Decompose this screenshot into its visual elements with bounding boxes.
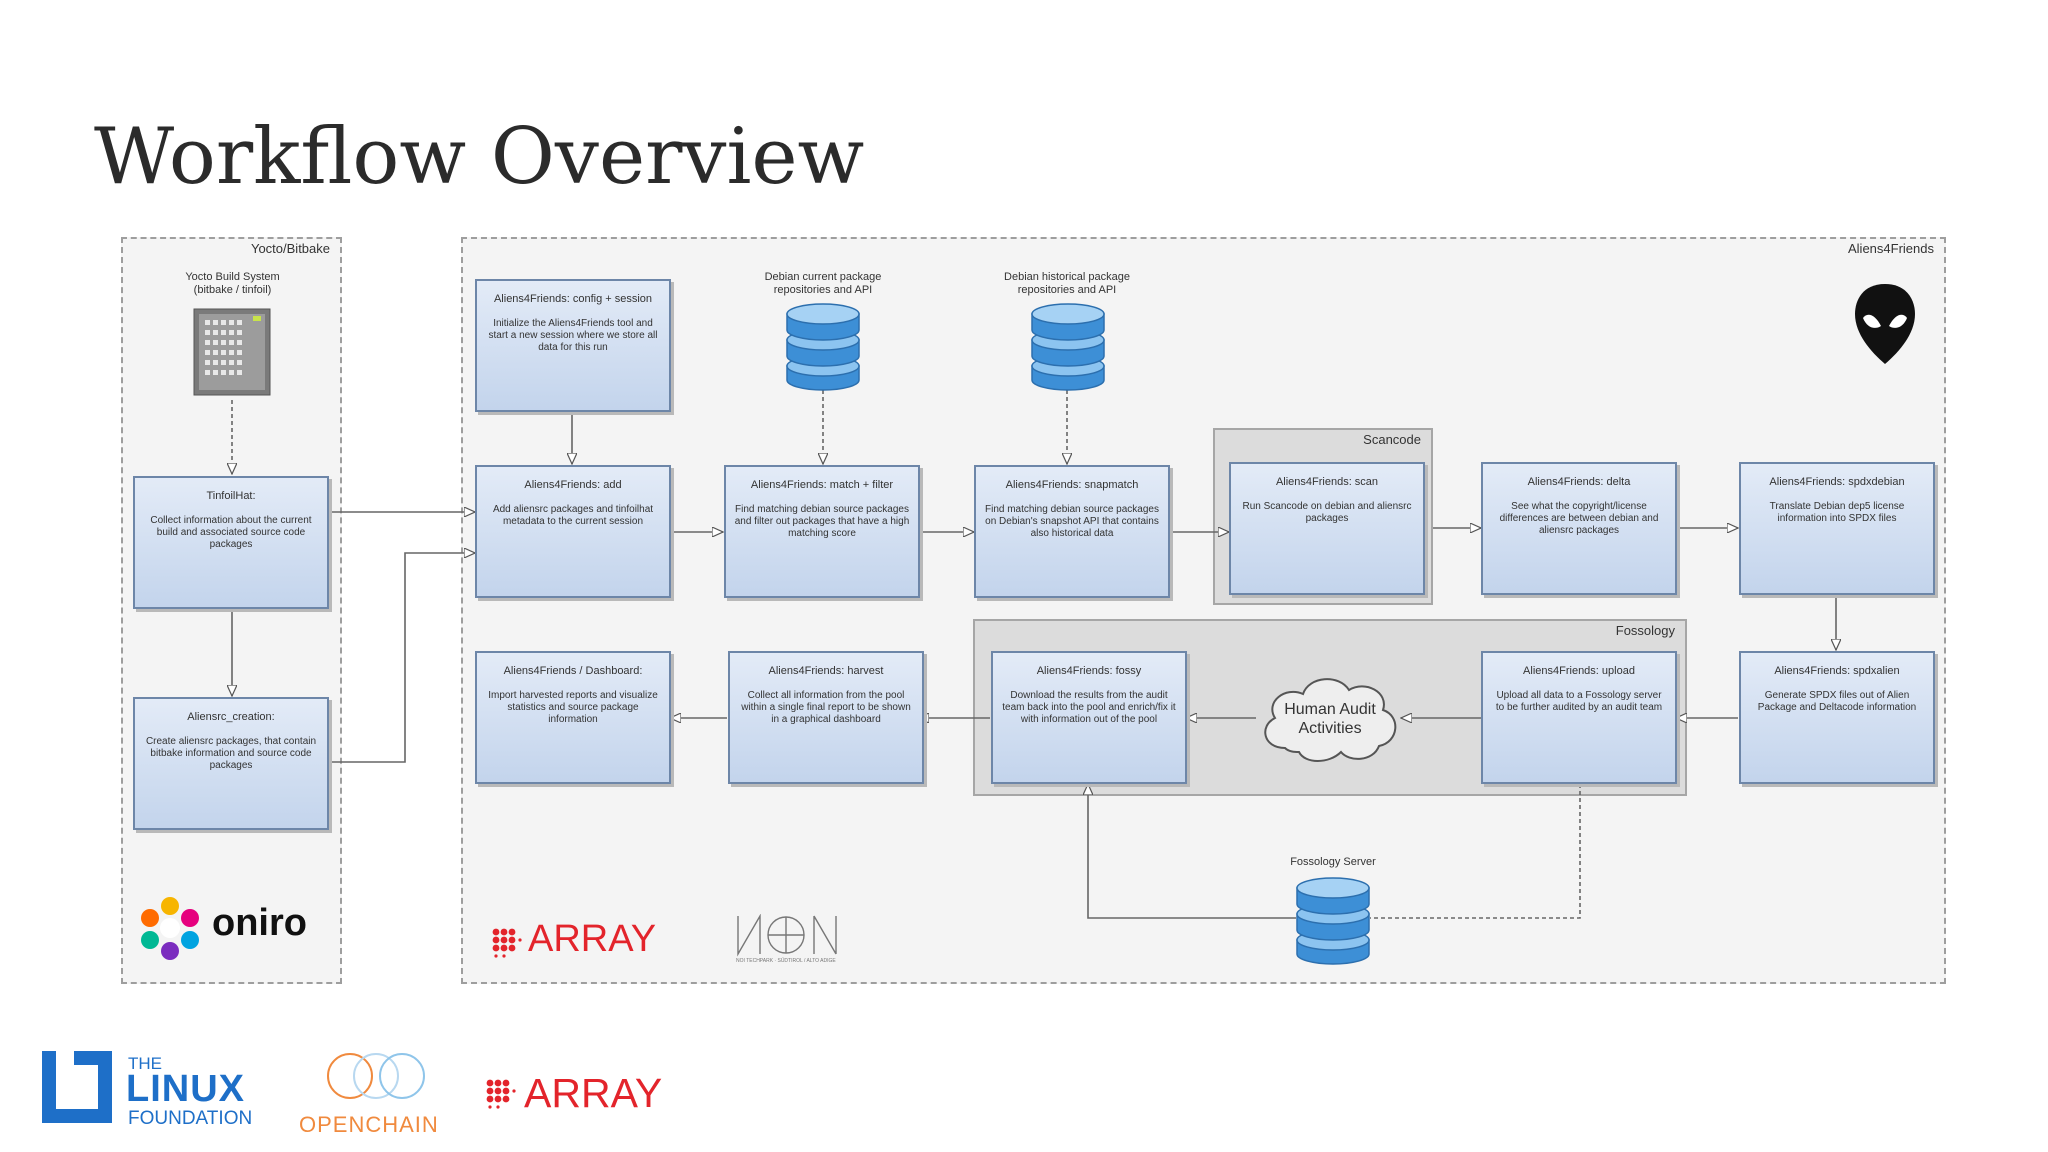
caption-debian-historical: Debian historical package repositories a… bbox=[1004, 271, 1130, 296]
node-description: See what the copyright/license differenc… bbox=[1499, 501, 1659, 536]
node-upload: Aliens4Friends: upload Upload all data t… bbox=[1481, 651, 1677, 784]
node-title: Aliens4Friends: spdxalien bbox=[1774, 665, 1900, 677]
node-dashboard: Aliens4Friends / Dashboard: Import harve… bbox=[475, 651, 671, 784]
node-title: Aliens4Friends: upload bbox=[1523, 665, 1635, 677]
linux-foundation-the: THE bbox=[128, 1054, 162, 1073]
node-title: TinfoilHat: bbox=[206, 490, 256, 502]
alien-head-icon bbox=[1855, 284, 1915, 364]
node-title: Aliens4Friends: fossy bbox=[1036, 665, 1142, 677]
openchain-logo-text: OPENCHAIN bbox=[299, 1112, 439, 1137]
node-spdxalien: Aliens4Friends: spdxalien Generate SPDX … bbox=[1739, 651, 1935, 784]
node-description: Collect information about the current bu… bbox=[150, 515, 312, 550]
edge-aliensrc-add bbox=[330, 553, 475, 763]
human-audit-label: Human Audit Activities bbox=[1284, 701, 1376, 737]
node-description: Initialize the Aliens4Friends tool and s… bbox=[488, 318, 658, 353]
node-description: Translate Debian dep5 license informatio… bbox=[1769, 501, 1905, 524]
noi-logo-icon bbox=[737, 914, 837, 957]
container-label-fossology: Fossology bbox=[1615, 623, 1675, 638]
node-description: Find matching debian source packages on … bbox=[985, 504, 1159, 539]
linux-foundation-linux: LINUX bbox=[126, 1068, 245, 1110]
container-label-scancode: Scancode bbox=[1363, 432, 1421, 447]
node-delta: Aliens4Friends: delta See what the copyr… bbox=[1481, 462, 1677, 595]
node-fossy: Aliens4Friends: fossy Download the resul… bbox=[991, 651, 1187, 784]
linux-foundation-foundation: FOUNDATION bbox=[128, 1108, 253, 1129]
node-title: Aliensrc_creation: bbox=[187, 711, 275, 723]
openchain-logo-icon bbox=[327, 1053, 425, 1099]
node-title: Aliens4Friends / Dashboard: bbox=[503, 665, 643, 677]
edge-upload-server bbox=[1370, 784, 1581, 919]
caption-fossology-server: Fossology Server bbox=[1290, 856, 1376, 868]
node-title: Aliens4Friends: config + session bbox=[493, 293, 653, 305]
node-aliensrc-creation: Aliensrc_creation: Create aliensrc packa… bbox=[133, 697, 329, 830]
aliens4friends-container: Aliens4Friends bbox=[461, 237, 1946, 984]
database-icon-fossology-server bbox=[1296, 877, 1370, 965]
human-audit-cloud bbox=[1264, 678, 1397, 762]
node-config-session: Aliens4Friends: config + session Initial… bbox=[475, 279, 671, 412]
node-description: Import harvested reports and visualize s… bbox=[488, 690, 658, 725]
node-harvest: Aliens4Friends: harvest Collect all info… bbox=[728, 651, 924, 784]
node-match-filter: Aliens4Friends: match + filter Find matc… bbox=[724, 465, 920, 598]
server-icon bbox=[193, 308, 271, 396]
node-title: Aliens4Friends: match + filter bbox=[750, 479, 894, 491]
node-tinfoilhat: TinfoilHat: Collect information about th… bbox=[133, 476, 329, 609]
array-logo-icon-footer bbox=[486, 1079, 516, 1109]
array-logo-text-inner: ARRAY bbox=[528, 918, 657, 960]
caption-yocto-build: Yocto Build System (bitbake / tinfoil) bbox=[185, 271, 280, 296]
array-logo-icon-inner bbox=[492, 928, 522, 958]
node-title: Aliens4Friends: add bbox=[524, 479, 622, 491]
database-icon-debian-historical bbox=[1031, 303, 1105, 391]
array-logo-text-footer: ARRAY bbox=[524, 1070, 663, 1116]
node-title: Aliens4Friends: scan bbox=[1275, 476, 1379, 488]
oniro-logo-icon bbox=[141, 897, 199, 960]
container-label-aliens4friends: Aliens4Friends bbox=[1848, 241, 1934, 256]
node-description: Create aliensrc packages, that contain b… bbox=[145, 736, 317, 771]
node-spdxdebian: Aliens4Friends: spdxdebian Translate Deb… bbox=[1739, 462, 1935, 595]
node-add: Aliens4Friends: add Add aliensrc package… bbox=[475, 465, 671, 598]
node-description: Generate SPDX files out of Alien Package… bbox=[1757, 690, 1917, 713]
linux-foundation-logo-icon bbox=[42, 1051, 112, 1123]
node-title: Aliens4Friends: spdxdebian bbox=[1769, 476, 1905, 488]
oniro-logo-text: oniro bbox=[212, 902, 307, 944]
noi-logo-text: NOI TECHPARK · SÜDTIROL / ALTO ADIGE bbox=[736, 958, 836, 964]
node-description: Add aliensrc packages and tinfoilhat met… bbox=[492, 504, 654, 527]
node-title: Aliens4Friends: delta bbox=[1527, 476, 1631, 488]
node-description: Run Scancode on debian and aliensrc pack… bbox=[1242, 501, 1412, 524]
edge-server-fossy bbox=[1088, 784, 1296, 919]
node-description: Find matching debian source packages and… bbox=[734, 504, 910, 539]
node-description: Upload all data to a Fossology server to… bbox=[1495, 690, 1663, 713]
page-title: Workflow Overview bbox=[94, 112, 865, 202]
node-title: Aliens4Friends: snapmatch bbox=[1005, 479, 1139, 491]
node-description: Download the results from the audit team… bbox=[1002, 690, 1176, 725]
node-snapmatch: Aliens4Friends: snapmatch Find matching … bbox=[974, 465, 1170, 598]
node-scan: Aliens4Friends: scan Run Scancode on deb… bbox=[1229, 462, 1425, 595]
caption-debian-current: Debian current package repositories and … bbox=[764, 271, 882, 296]
node-description: Collect all information from the pool wi… bbox=[741, 690, 911, 725]
container-label-yocto: Yocto/Bitbake bbox=[250, 241, 330, 256]
database-icon-debian-current bbox=[786, 303, 860, 391]
node-title: Aliens4Friends: harvest bbox=[768, 665, 884, 677]
